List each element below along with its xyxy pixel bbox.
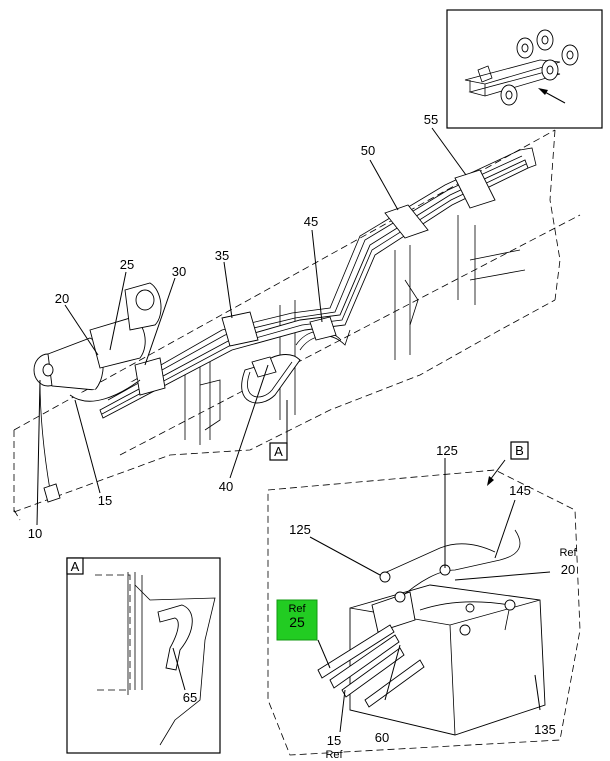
callout-15-ref: 15 xyxy=(327,733,341,748)
callout-60: 60 xyxy=(375,730,389,745)
callout-15: 15 xyxy=(98,493,112,508)
locator-inset xyxy=(446,9,603,129)
callout-10: 10 xyxy=(28,526,42,541)
air-dryer-assembly xyxy=(33,282,162,503)
callout-65: 65 xyxy=(183,690,197,705)
callout-40: 40 xyxy=(219,479,233,494)
callout-125-left: 125 xyxy=(289,522,311,537)
highlight-ref-label: Ref xyxy=(288,603,306,615)
detail-b xyxy=(267,458,581,756)
truck-chassis-icon xyxy=(464,29,579,106)
callout-labels: 10 15 20 25 30 35 40 45 50 55 125 145 12… xyxy=(28,112,578,761)
callout-50: 50 xyxy=(361,143,375,158)
callout-45: 45 xyxy=(304,214,318,229)
ref-25-highlight[interactable]: Ref 25 xyxy=(276,599,318,641)
view-marker-b: B xyxy=(487,441,529,486)
callout-25: 25 xyxy=(120,257,134,272)
view-marker-b-label: B xyxy=(515,443,524,458)
callout-15-ref-label: Ref xyxy=(325,749,343,761)
clamps xyxy=(134,169,496,396)
callout-55: 55 xyxy=(424,112,438,127)
view-marker-a-label: A xyxy=(274,444,283,459)
highlight-number: 25 xyxy=(289,614,305,630)
frame-rail-outline xyxy=(13,129,581,521)
callout-20-ref: 20 xyxy=(561,562,575,577)
inset-a-label: A xyxy=(71,559,80,574)
detail-a-inset xyxy=(66,557,221,754)
view-marker-a: A xyxy=(269,442,288,461)
callout-35: 35 xyxy=(215,248,229,263)
location-arrow-icon xyxy=(538,88,566,104)
callout-135: 135 xyxy=(534,722,556,737)
callout-30: 30 xyxy=(172,264,186,279)
callout-20-ref-label: Ref xyxy=(559,547,577,559)
callout-125-top: 125 xyxy=(436,443,458,458)
main-leaders xyxy=(36,127,467,526)
callout-20: 20 xyxy=(55,291,69,306)
callout-145: 145 xyxy=(509,483,531,498)
